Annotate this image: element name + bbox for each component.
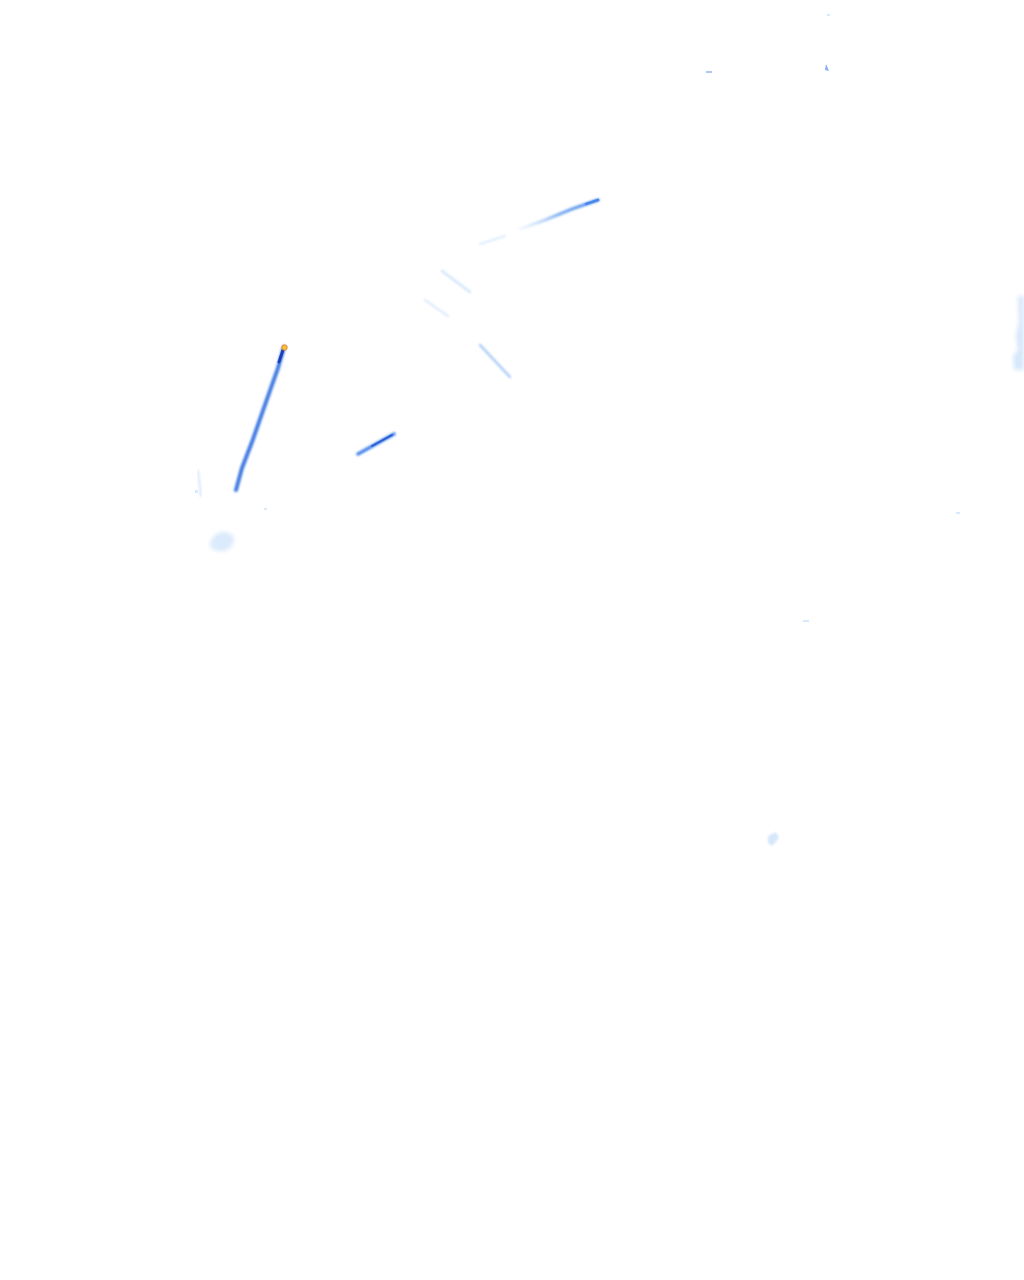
streak-left — [197, 344, 288, 552]
specks — [195, 14, 960, 846]
streak-upper — [479, 198, 600, 245]
streak-small — [356, 432, 396, 456]
right-edge-patch — [1013, 296, 1024, 370]
faint-trails — [423, 269, 512, 379]
